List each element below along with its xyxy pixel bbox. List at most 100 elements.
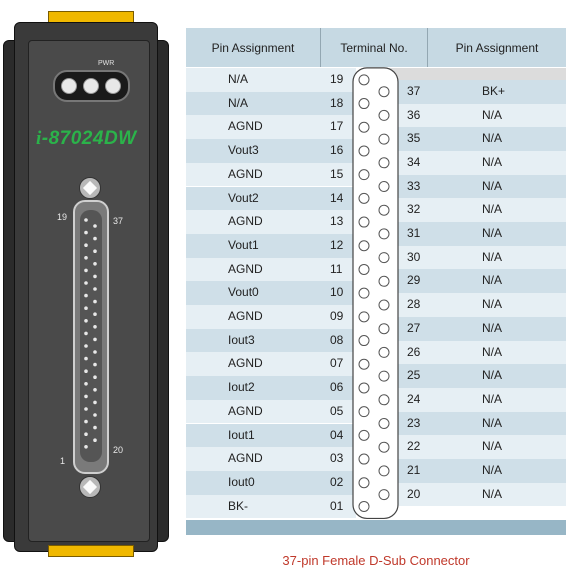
left-pin-assignment-cell: BK- [228,498,249,513]
dsub-pin-hole [84,306,88,310]
dsub-pin-hole [93,337,97,342]
dsub-pin-hole [93,413,97,417]
connector-pin-hole-right [378,275,390,287]
left-pin-assignment-cell: AGND [228,261,263,276]
dsub-pin-hole [84,331,88,336]
connector-label-20: 20 [113,445,124,455]
connector-pin-hole-left [358,382,370,394]
dsub-pin-hole [93,287,97,291]
left-terminal-number-cell: 11 [330,261,343,276]
dsub-pin-hole [93,249,97,253]
right-pin-assignment-cell: N/A [482,344,503,359]
table-row-right-spacer [386,68,566,80]
dsub-pin-hole [84,256,88,260]
table-row-right [386,293,566,317]
table-row-right [386,435,566,460]
connector-pin-hole-left [358,216,370,228]
right-terminal-number-cell: 23 [407,415,421,430]
table-row-left [186,494,356,519]
right-pin-assignment-cell: N/A [482,178,503,193]
left-pin-assignment-cell: AGND [228,214,263,229]
dsub-pin-hole [93,375,97,379]
header-divider [320,28,321,67]
table-row-left [186,210,356,234]
left-pin-assignment-cell: N/A [228,95,249,110]
left-terminal-number-cell: 12 [330,237,344,252]
right-pin-assignment-cell: N/A [482,297,503,312]
table-row-right [386,387,566,412]
dsub-pin-hole [93,388,97,392]
dsub-pin-hole [84,407,88,411]
dsub-pin-hole [93,224,97,228]
right-pin-assignment-cell: N/A [482,320,503,335]
led-panel [53,70,130,102]
dsub-socket-face [80,210,102,462]
dsub-pin-hole [84,445,88,449]
dsub-pin-hole [93,438,97,442]
left-terminal-number-cell: 02 [330,474,344,489]
connector-pin-hole-right [378,346,390,358]
connector-pin-hole-left [358,263,370,275]
pwr-label: PWR [98,60,115,67]
left-terminal-number-cell: 15 [330,166,344,181]
connector-pin-hole-right [378,370,390,382]
connector-label-1: 1 [60,456,66,466]
connector-pin-hole-right [378,133,390,145]
connector-pin-hole-right [378,418,390,429]
connector-outline-diagram [352,67,399,520]
led-indicator-2 [83,78,99,94]
left-pin-assignment-cell: AGND [228,356,263,371]
connector-pin-hole-right [378,441,390,453]
left-terminal-number-cell: 19 [330,72,344,86]
right-terminal-number-cell: 35 [407,131,421,146]
table-row-right [386,411,566,436]
left-pin-assignment-cell: Vout2 [228,190,259,205]
model-name: i-87024DW [36,128,137,150]
device-module-image: PWR i-87024DW 19 37 1 20 [0,0,170,583]
dsub-pin-hole [93,362,97,367]
table-row-left [186,162,356,187]
table-row-left [186,186,356,211]
dsub-pin-hole [93,262,97,266]
connector-pin-hole-left [358,98,370,110]
right-pin-assignment-cell: N/A [482,226,503,241]
left-pin-assignment-cell: Iout3 [228,332,255,347]
right-pin-assignment-cell: N/A [482,368,503,383]
connector-pin-hole-right [378,86,390,98]
left-terminal-number-cell: 09 [330,309,344,323]
connector-pin-hole-left [358,358,370,370]
table-row-left [186,305,356,329]
left-pin-assignment-cell: AGND [228,119,263,134]
connector-pin-hole-right [378,204,390,216]
table-row-left [186,328,356,353]
model-prefix: i [36,128,42,149]
left-pin-assignment-cell: AGND [228,403,263,418]
header-left-pin-assignment: Pin Assignment [186,28,320,67]
connector-pin-hole-right [378,299,390,311]
right-pin-assignment-cell: BK+ [482,83,506,98]
right-pin-assignment-cell: N/A [482,154,503,169]
right-terminal-number-cell: 25 [407,368,421,383]
connector-pin-hole-right [378,181,390,192]
dsub-pin-hole [84,382,88,386]
table-row-right [386,482,566,507]
left-pin-assignment-cell: AGND [228,166,263,181]
connector-pin-hole-left [358,287,370,299]
right-pin-assignment-cell: N/A [482,391,503,406]
right-pin-assignment-cell: N/A [482,202,503,217]
dsub-pin-hole [84,344,88,348]
connector-pin-hole-left [358,453,370,465]
connector-pin-hole-left [358,169,370,181]
dsub-pin-hole [84,369,88,373]
right-terminal-number-cell: 27 [407,320,421,335]
left-pin-assignment-cell: AGND [228,451,263,466]
dsub-pin-hole [93,325,97,329]
right-terminal-number-cell: 26 [407,344,421,359]
right-terminal-number-cell: 24 [407,391,421,406]
left-terminal-number-cell: 07 [330,356,344,371]
right-pin-assignment-cell: N/A [482,249,503,264]
table-row-right [386,340,566,365]
table-row-left [186,115,356,140]
table-row-right [386,198,566,223]
table-row-right [386,364,566,388]
